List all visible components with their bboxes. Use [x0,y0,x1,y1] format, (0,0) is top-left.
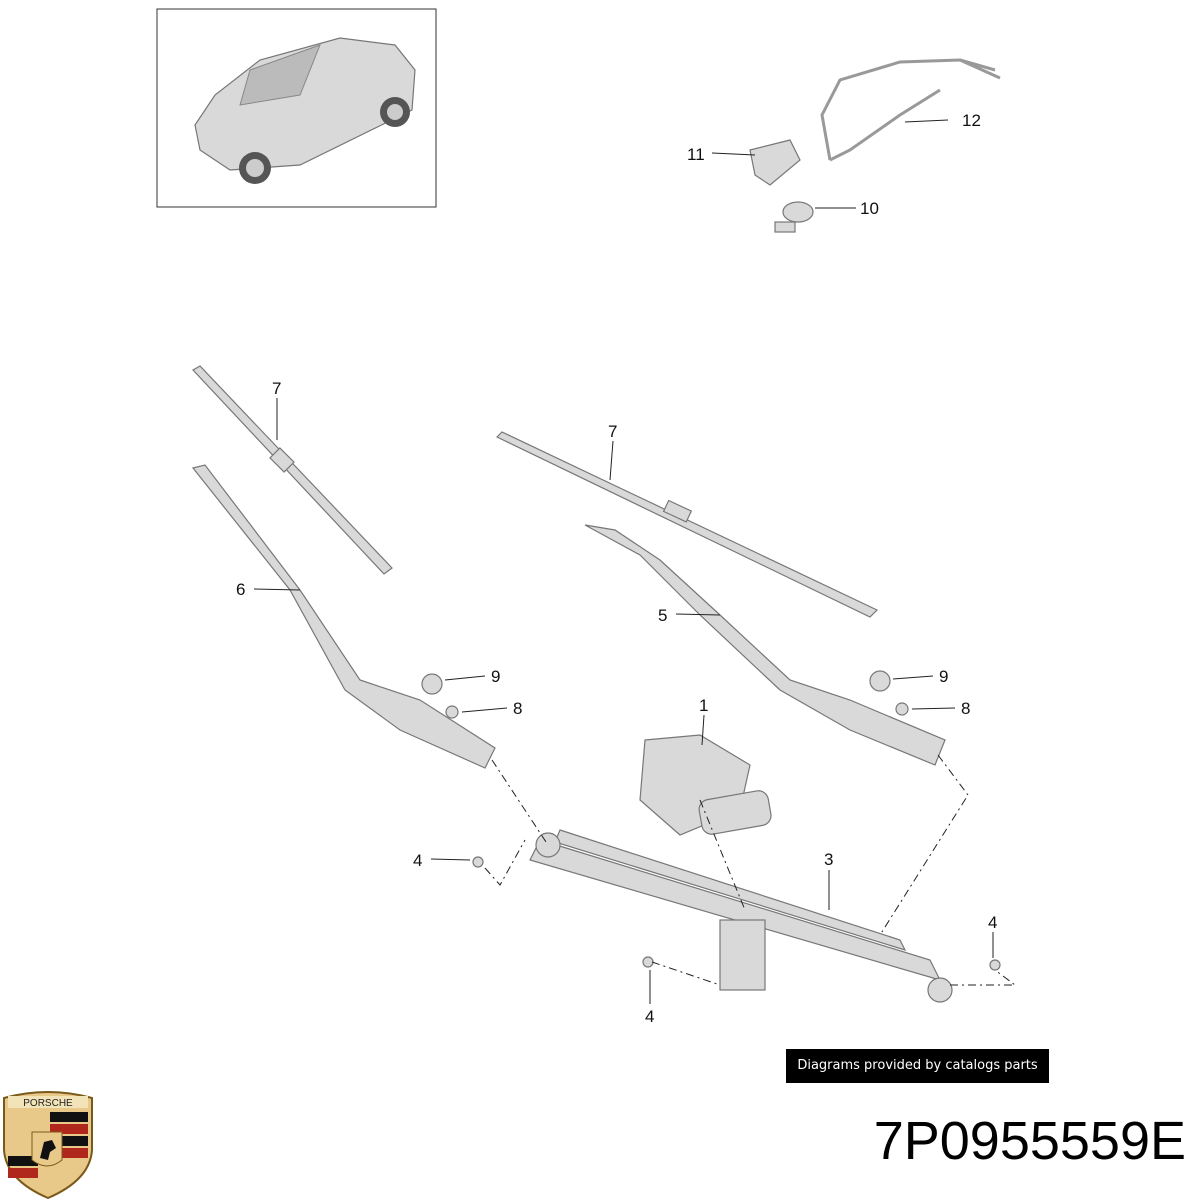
nut-8-left [445,705,459,719]
wiper-motor-1 [639,734,772,836]
callout-11: 11 [687,145,705,164]
callout-8-left: 8 [513,699,522,718]
wiper-arm-left-6 [191,464,496,769]
wiper-blade-right-7 [495,431,879,618]
part-number: 7P0955559E [873,1111,1186,1171]
callout-9-left: 9 [491,667,500,686]
cap-9-right [869,670,891,692]
callout-4-bottom: 4 [645,1007,654,1026]
wiper-linkage-3 [529,829,953,1003]
callout-8-right: 8 [961,699,970,718]
diagram-credit-banner: Diagrams provided by catalogs parts [786,1049,1049,1083]
wiper-blade-left-7 [192,365,393,575]
callout-12: 12 [962,111,981,130]
leader-lines [253,119,994,1004]
callout-1: 1 [699,696,708,715]
vehicle-thumbnail [156,8,437,208]
cap-9-left [421,673,443,695]
callout-4-left: 4 [413,851,422,870]
svg-text:PORSCHE: PORSCHE [23,1098,73,1109]
clip-11 [749,139,801,186]
callout-6: 6 [236,580,245,599]
bolt-4-bottom [642,956,654,968]
callout-10: 10 [860,199,879,218]
nut-8-right [895,702,909,716]
callout-5: 5 [658,606,667,625]
callout-3: 3 [824,850,833,869]
washer-hose-12 [820,58,1001,162]
callout-9-right: 9 [939,667,948,686]
porsche-crest-logo: PORSCHE [3,1091,93,1200]
callout-7-left: 7 [272,379,281,398]
bolt-4-left [472,856,484,868]
nozzle-10 [774,201,814,233]
bolt-4-right [989,959,1001,971]
callout-7-right: 7 [608,422,617,441]
callout-4-right: 4 [988,913,997,932]
